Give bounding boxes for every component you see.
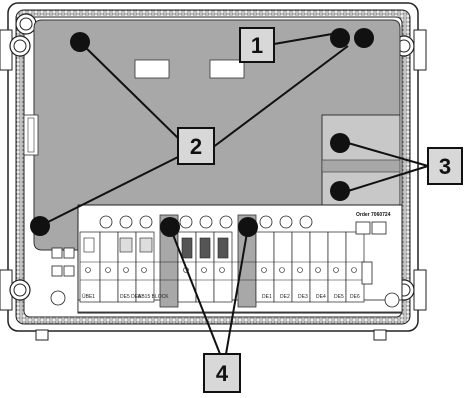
terminal-label-de4: DE4	[316, 294, 326, 300]
strip-label-ab15: AB15 BLOCK	[138, 294, 169, 300]
callout-1-label: 1	[251, 33, 263, 58]
marker-1b	[354, 28, 374, 48]
callout-4-label: 4	[216, 361, 229, 386]
strip-label-group: ÜBE1 DE5 DE6 AB15 BLOCK DE1 DE2 DE3 DE4 …	[82, 212, 391, 300]
marker-3a	[330, 133, 350, 153]
callout-2: 2	[177, 127, 215, 165]
terminal-label-de3: DE3	[298, 294, 308, 300]
terminal-label-de1: DE1	[262, 294, 272, 300]
order-label: Order 7060724	[356, 212, 391, 218]
marker-1a	[330, 28, 350, 48]
terminal-label-de5: DE5	[334, 294, 344, 300]
mounting-panel	[23, 19, 401, 251]
terminal-label-de6: DE6	[350, 294, 360, 300]
cable-slot-block	[321, 114, 401, 220]
strip-label-ube1: ÜBE1	[82, 293, 95, 300]
strip-label-de5-de6: DE5 DE6	[120, 294, 141, 300]
marker-3b	[330, 181, 350, 201]
terminal-label-de2: DE2	[280, 294, 290, 300]
callout-3: 3	[427, 147, 463, 185]
callout-2-label: 2	[190, 134, 202, 159]
strip-screws	[99, 215, 313, 229]
leader-lines	[39, 33, 429, 355]
left-connectors	[50, 247, 75, 306]
strip-details	[80, 237, 364, 281]
right-connectors	[355, 221, 400, 308]
callout-3-label: 3	[439, 154, 451, 179]
callout-4: 4	[203, 353, 241, 393]
callout-1: 1	[239, 27, 275, 63]
